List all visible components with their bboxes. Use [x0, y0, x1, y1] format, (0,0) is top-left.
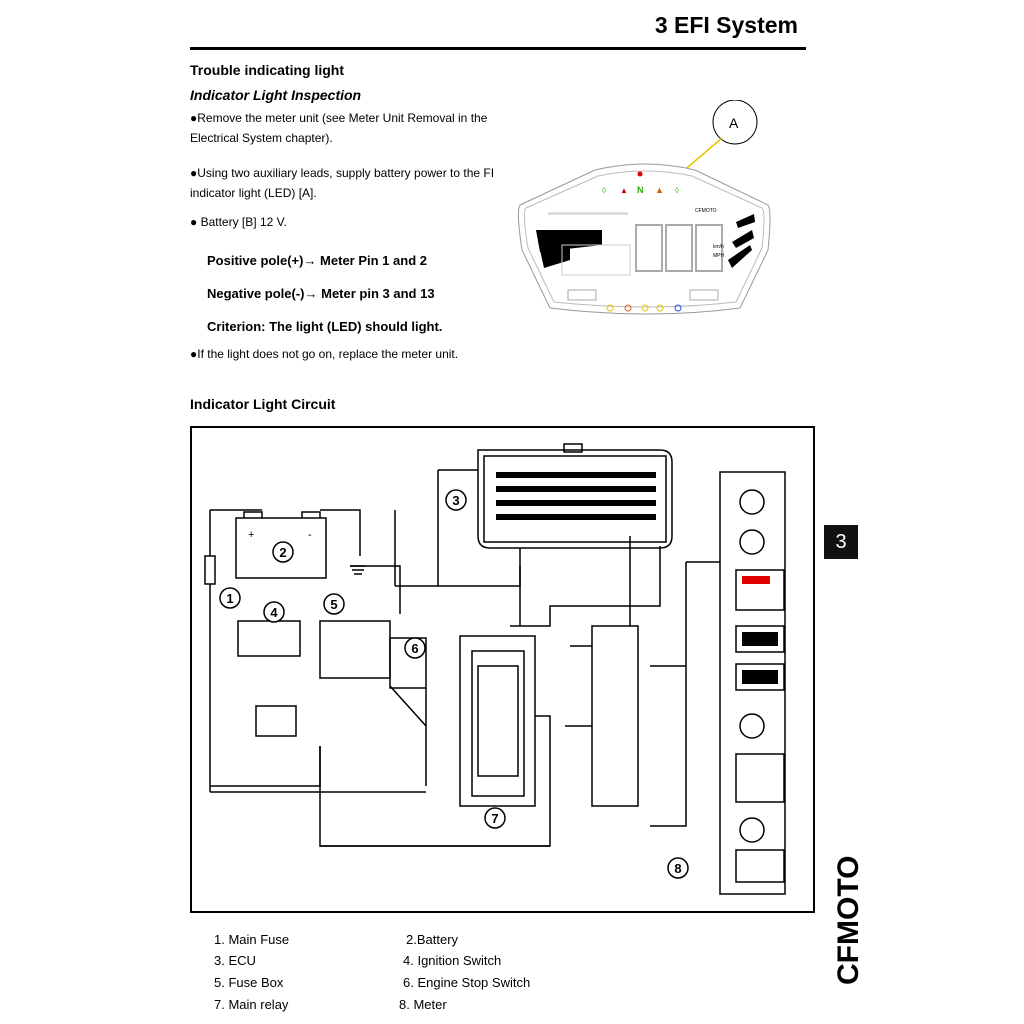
bullet-replace-meter: ●If the light does not go on, replace th…	[190, 347, 459, 361]
legend-engine-stop-switch: 6. Engine Stop Switch	[403, 975, 531, 990]
meter-brand-label: CFMOTO	[695, 208, 717, 214]
meter-mph-label: MPH	[713, 253, 725, 259]
meter-kmh-label: km/h	[713, 244, 724, 250]
svg-text:◊: ◊	[675, 186, 679, 195]
circuit-label-battery: 2	[279, 545, 286, 560]
circuit-label-engine-stop-switch: 6	[411, 641, 418, 656]
bullet-remove-meter: ●Remove the meter unit (see Meter Unit R…	[190, 111, 488, 145]
page-title: 3 EFI System	[654, 12, 798, 38]
circuit-label-ignition-switch: 4	[270, 605, 278, 620]
svg-text:+: +	[248, 529, 254, 541]
bullet-supply-power: ●Using two auxiliary leads, supply batte…	[190, 166, 495, 200]
section-subtitle-inspection: Indicator Light Inspection	[190, 87, 362, 103]
svg-text:N: N	[637, 185, 644, 195]
cfmoto-logo: CFMOTO	[832, 856, 865, 985]
svg-text:▲: ▲	[620, 186, 628, 195]
circuit-label-fuse-box: 5	[330, 597, 337, 612]
svg-text:-: -	[308, 529, 312, 541]
legend-ecu: 3. ECU	[214, 953, 256, 968]
circuit-label-main-relay: 7	[491, 811, 498, 826]
legend-battery: 2.Battery	[406, 932, 459, 947]
circuit-label-main-fuse: 1	[226, 591, 233, 606]
spec-negative-pole: Negative pole(-)→ Meter pin 3 and 13	[207, 286, 435, 301]
circuit-label-ecu: 3	[452, 493, 459, 508]
callout-circle	[712, 100, 758, 145]
indicator-light-circuit: + - 2 3 1 4 5 6	[190, 426, 815, 913]
spec-criterion: Criterion: The light (LED) should light.	[207, 319, 443, 334]
chapter-tab: 3	[824, 525, 858, 559]
callout-a-label: A	[729, 115, 739, 131]
header-rule	[190, 47, 806, 50]
legend-ignition-switch: 4. Ignition Switch	[403, 953, 502, 968]
bullet-battery: ● Battery [B] 12 V.	[190, 215, 287, 229]
legend-main-relay: 7. Main relay	[214, 997, 289, 1012]
brand-wordmark: CFMOTO	[832, 856, 865, 985]
section-title-circuit: Indicator Light Circuit	[190, 396, 336, 412]
svg-text:◊: ◊	[602, 186, 606, 195]
legend-fuse-box: 5. Fuse Box	[214, 975, 284, 990]
section-title-trouble: Trouble indicating light	[190, 62, 344, 78]
legend-meter: 8. Meter	[399, 997, 447, 1012]
spec-positive-pole: Positive pole(+)→ Meter Pin 1 and 2	[207, 253, 427, 268]
svg-text:▲: ▲	[655, 185, 664, 195]
meter-unit-figure: A ◊ ▲ N ▲ ◊ CFMOTO km/h MPH	[517, 100, 771, 315]
legend-main-fuse: 1. Main Fuse	[214, 932, 290, 947]
circuit-label-meter: 8	[674, 861, 681, 876]
